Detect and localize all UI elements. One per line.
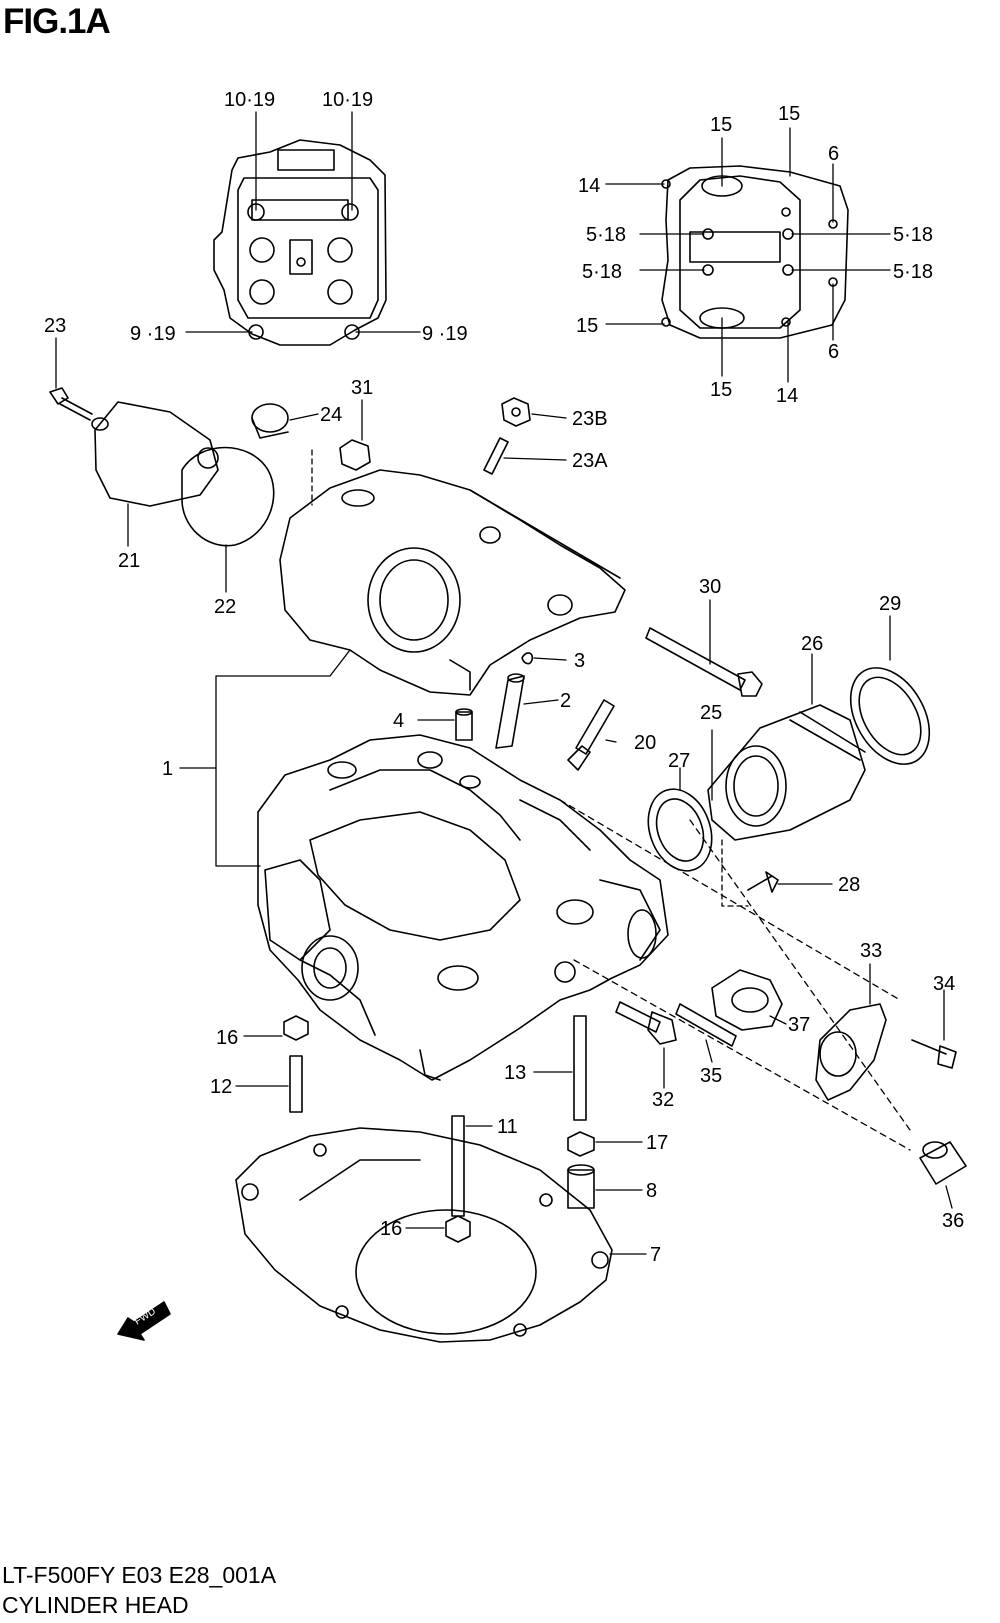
callout-25: 25 [700,702,722,724]
callout-15-left: 15 [576,315,598,337]
stud-23a [483,437,509,475]
fwd-arrow: FWD [117,1301,171,1341]
gasket-27 [647,788,713,872]
callout-32: 32 [652,1089,674,1111]
intake-pipe-25-26 [707,704,866,841]
figure-title: FIG.1A [3,2,111,41]
stud-12 [289,1055,303,1113]
callout-5-18-right-lower: 5·18 [893,261,933,283]
diagram-name-caption: CYLINDER HEAD [2,1592,189,1618]
spark-plug-20 [567,699,615,771]
callout-37: 37 [788,1014,810,1036]
callout-15-bottom: 15 [710,379,732,401]
cover-21-housing [91,401,219,507]
callout-31: 31 [351,377,373,399]
callout-36: 36 [942,1210,964,1232]
callout-1: 1 [162,758,173,780]
nut-17 [567,1131,595,1157]
callout-16-upper: 16 [216,1027,238,1049]
leader-lines [55,111,953,1255]
callout-29: 29 [879,593,901,615]
cylinder-head-body [257,734,669,1081]
callout-14-top: 14 [578,175,600,197]
screw-28 [747,871,779,893]
callout-5-18-left-upper: 5·18 [586,224,626,246]
sensor-32 [615,1001,677,1045]
thermostat-cap-33 [815,1003,887,1101]
callout-5-18-left-lower: 5·18 [582,261,622,283]
cover-23-bolt [49,387,93,421]
bolt-34 [911,1039,957,1069]
nut-16-a [283,1015,309,1041]
dowel-2 [495,673,525,749]
callout-23a: 23A [572,450,608,472]
callout-10-19-right: 10·19 [322,89,373,111]
inset-head-top-view [213,139,387,346]
callout-4: 4 [393,710,404,732]
inset-cover-underside [661,165,849,339]
callout-11: 11 [497,1116,518,1138]
sleeve-36 [919,1141,967,1185]
callout-33: 33 [860,940,882,962]
nut-16-b [445,1215,471,1243]
nut-23b [501,397,531,427]
callout-24: 24 [320,404,342,426]
callout-15-top-right: 15 [778,103,800,125]
callout-9-19-right: 9 ·19 [422,323,468,345]
callout-8: 8 [646,1180,657,1202]
callout-14-bottom: 14 [776,385,798,407]
callout-22: 22 [214,596,236,618]
plug-24 [251,403,289,439]
thermostat-37 [711,969,783,1031]
nut-31 [339,439,371,471]
cylinder-head-cover [279,469,626,696]
callout-10-19-left: 10·19 [224,89,275,111]
callout-26: 26 [801,633,823,655]
clip-3 [521,652,534,665]
callout-labels: 10·19 10·19 9 ·19 9 ·19 15 15 15 15 14 1… [44,89,964,1266]
clamp-29 [849,667,931,765]
callout-15-top-center: 15 [710,114,732,136]
callout-3: 3 [574,650,585,672]
gasket-7 [235,1127,613,1343]
callout-23b: 23B [572,408,608,430]
callout-13: 13 [504,1062,526,1084]
stud-35 [675,1003,737,1047]
callout-23: 23 [44,315,66,337]
stud-11 [451,1115,465,1217]
callout-9-19-left: 9 ·19 [130,323,176,345]
callout-35: 35 [700,1065,722,1087]
callout-21: 21 [118,550,140,572]
callout-12: 12 [210,1076,232,1098]
callout-28: 28 [838,874,860,896]
callout-6-bottom: 6 [828,341,839,363]
callout-16-lower: 16 [380,1218,402,1240]
callout-30: 30 [699,576,721,598]
dowel-4 [455,708,473,741]
callout-27: 27 [668,750,690,772]
callout-6-top: 6 [828,143,839,165]
bolt-30 [645,627,763,697]
stud-13 [573,1015,587,1121]
dowel-8 [567,1164,595,1209]
callout-17: 17 [646,1132,668,1154]
callout-34: 34 [933,973,955,995]
callout-2: 2 [560,690,571,712]
diagram-code-caption: LT-F500FY E03 E28_001A [2,1562,277,1588]
callout-7: 7 [650,1244,661,1266]
gasket-22 [181,446,275,547]
callout-5-18-right-upper: 5·18 [893,224,933,246]
callout-20: 20 [634,732,656,754]
